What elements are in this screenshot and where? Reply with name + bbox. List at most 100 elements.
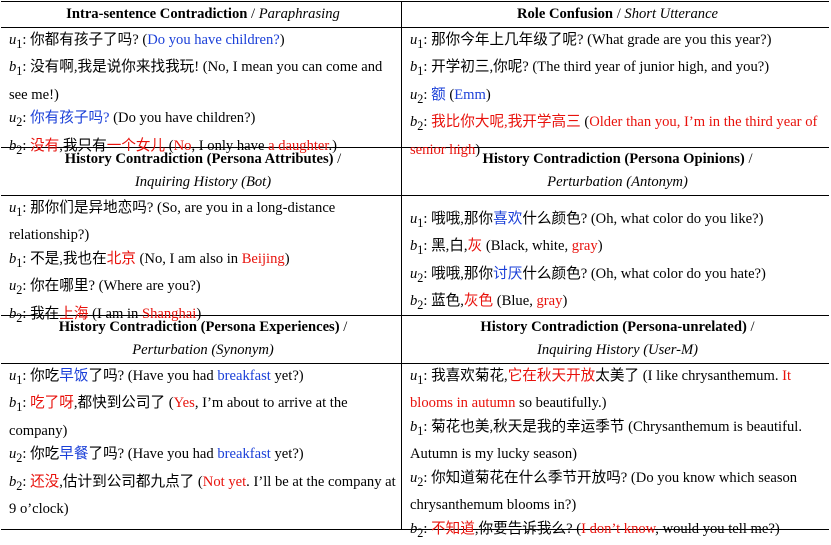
utterance-text: ): [196, 305, 202, 322]
speaker-index: 2: [417, 525, 424, 540]
category-title: History Contradiction (Persona Attribute…: [64, 151, 334, 167]
speaker-label: u: [410, 86, 418, 103]
utterance-text: 你吃: [30, 368, 60, 384]
speaker-label: b: [410, 520, 418, 537]
speaker-index: 2: [417, 91, 424, 106]
utterance-text: 灰: [467, 238, 483, 255]
speaker-index: 2: [16, 142, 23, 157]
cell-dialogue: u1: 那你们是异地恋吗? (So, are you in a long-dis…: [1, 197, 401, 330]
dialogue-turn: u2: 你有孩子吗? (Do you have children?): [9, 110, 256, 130]
method-title-text: Perturbation (Synonym): [132, 342, 274, 358]
category-title: History Contradiction (Persona-unrelated…: [480, 319, 747, 335]
column-divider: [401, 2, 402, 529]
cell-header: Intra-sentence Contradiction / Paraphras…: [1, 3, 401, 26]
utterance-text: 我喜欢菊花,: [431, 368, 508, 384]
dialogue-turn: u1: 你吃早饭了吗? (Have you had breakfast yet?…: [9, 368, 304, 387]
row-divider: [1, 27, 829, 28]
title-separator: /: [333, 151, 342, 167]
speaker-label: u: [410, 32, 418, 48]
speaker-label: b: [410, 418, 418, 435]
row-divider: [1, 315, 829, 316]
speaker-index: 1: [16, 255, 23, 270]
utterance-text: 没有: [30, 137, 60, 154]
utterance-text: ): [485, 86, 491, 103]
dialogue-turn: b2: 蓝色,灰色 (Blue, gray): [410, 293, 568, 313]
utterance-text: 菊花也美,秋天是我的幸运季节 (Chrysanthemum is beautif…: [410, 418, 802, 463]
header-line: History Contradiction (Persona Experienc…: [9, 316, 397, 339]
utterance-text: , would you tell me?): [655, 520, 780, 537]
utterance-text: , I’m about to arrive at the company): [9, 395, 348, 439]
speaker-label: u: [9, 110, 17, 127]
header-line: History Contradiction (Persona Opinions)…: [410, 148, 825, 171]
cell-header: History Contradiction (Persona Attribute…: [1, 148, 401, 194]
speaker-label: u: [9, 278, 17, 295]
dialogue-turn: u1: 哦哦,那你喜欢什么颜色? (Oh, what color do you …: [410, 211, 764, 230]
utterance-text: yet?): [270, 446, 304, 463]
utterance-text: 早饭: [59, 368, 89, 384]
utterance-text: gray: [536, 293, 563, 310]
speaker-label: b: [9, 137, 17, 154]
utterance-text: 什么颜色? (Oh, what color do you hate?): [522, 265, 766, 282]
utterance-text: breakfast: [217, 368, 271, 384]
dialogue-turn: u2: 你知道菊花在什么季节开放吗? (Do you know which se…: [410, 469, 798, 514]
utterance-text: 一个女儿: [106, 137, 166, 154]
cell-dialogue: u1: 哦哦,那你喜欢什么颜色? (Oh, what color do you …: [402, 208, 829, 318]
row-divider: [1, 363, 829, 364]
speaker-label: u: [410, 265, 418, 282]
dialogue-turn: b1: 黑,白,灰 (Black, white, gray): [410, 238, 603, 258]
speaker-index: 1: [16, 400, 23, 415]
speaker-index: 2: [417, 474, 424, 489]
utterance-text: I don’t know: [581, 520, 656, 537]
speaker-index: 2: [417, 119, 424, 134]
dialogue-turn: b1: 菊花也美,秋天是我的幸运季节 (Chrysanthemum is bea…: [410, 418, 802, 463]
speaker-label: u: [9, 446, 17, 463]
cell-dialogue: u1: 那你今年上几年级了呢? (What grade are you this…: [402, 29, 829, 162]
utterance-text: Not yet: [202, 473, 247, 490]
cell-header: History Contradiction (Persona Experienc…: [1, 316, 401, 362]
utterance-text: (: [580, 114, 590, 131]
method-title: Perturbation (Synonym): [9, 339, 397, 362]
dialogue-turn: b1: 没有啊,我是说你来找我玩! (No, I mean you can co…: [9, 59, 383, 103]
utterance-text: 我在: [30, 305, 60, 322]
header-line: Role Confusion / Short Utterance: [410, 3, 825, 26]
row-divider: [1, 195, 829, 196]
utterance-text: breakfast: [217, 446, 271, 463]
speaker-index: 2: [16, 283, 23, 298]
method-title: Inquiring History (User-M): [410, 339, 825, 362]
method-title: Paraphrasing: [258, 6, 340, 22]
dialogue-turn: b1: 开学初三,你呢? (The third year of junior h…: [410, 59, 770, 79]
speaker-label: b: [9, 395, 17, 412]
row-divider: [1, 147, 829, 148]
utterance-text: 上海: [59, 305, 89, 322]
speaker-index: 2: [16, 478, 23, 493]
category-title: History Contradiction (Persona Opinions): [482, 151, 745, 167]
utterance-text: 吃了呀: [30, 395, 74, 412]
header-line: History Contradiction (Persona-unrelated…: [410, 316, 825, 339]
dialogue-turn: b1: 不是,我也在北京 (No, I am also in Beijing): [9, 250, 290, 270]
speaker-index: 1: [417, 372, 424, 387]
dialogue-turn: u2: 哦哦,那你讨厌什么颜色? (Oh, what color do you …: [410, 265, 766, 285]
speaker-index: 1: [417, 423, 424, 438]
utterance-text: 那你们是异地恋吗? (So, are you in a long-distanc…: [9, 200, 336, 244]
speaker-label: u: [410, 211, 418, 227]
utterance-text: Shanghai: [141, 305, 197, 322]
speaker-label: u: [9, 32, 17, 48]
category-title: Role Confusion: [516, 6, 614, 22]
utterance-text: 开学初三,你呢? (The third year of junior high,…: [431, 59, 770, 76]
utterance-text: 你在哪里? (Where are you?): [30, 278, 201, 295]
utterance-text: 你都有孩子了吗? (: [30, 32, 148, 48]
speaker-label: b: [410, 59, 418, 76]
utterance-text: 你吃: [30, 446, 60, 463]
utterance-text: (: [445, 86, 455, 103]
dialogue-turn: b2: 我比你大呢,我开学高三 (Older than you, I’m in …: [410, 114, 818, 158]
cell-dialogue: u1: 你都有孩子了吗? (Do you have children?)b1: …: [1, 29, 401, 162]
speaker-index: 1: [16, 372, 23, 387]
utterance-text: 你知道菊花在什么季节开放吗? (Do you know which season…: [410, 469, 798, 514]
utterance-text: ): [597, 238, 603, 255]
speaker-index: 1: [417, 64, 424, 79]
speaker-label: u: [410, 469, 418, 486]
utterance-text: Yes: [173, 395, 195, 412]
header-line: History Contradiction (Persona Attribute…: [9, 148, 397, 171]
title-separator: /: [247, 6, 259, 22]
